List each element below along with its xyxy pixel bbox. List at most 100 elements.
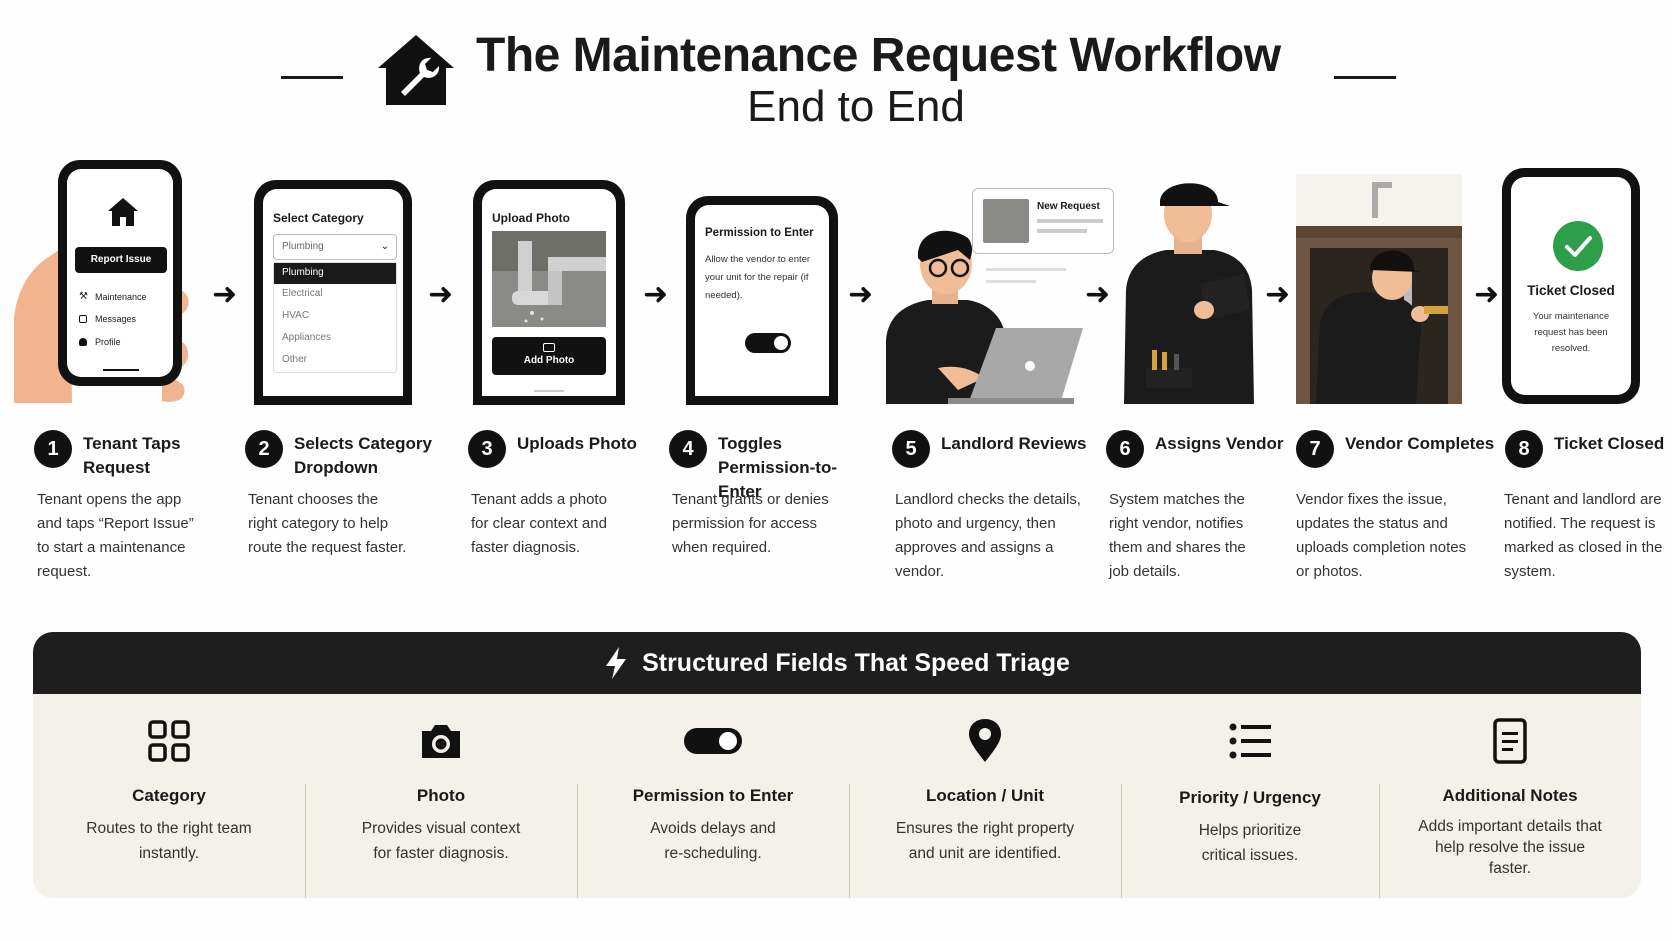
step-5-visual: New Request	[878, 186, 1118, 404]
structured-fields-panel: Structured Fields That Speed Triage Cate…	[33, 632, 1641, 898]
panel-title: Structured Fields That Speed Triage	[642, 648, 1070, 677]
field-photo-desc: Provides visual context for faster diagn…	[361, 820, 521, 862]
field-divider	[577, 784, 578, 898]
permission-toggle[interactable]	[745, 333, 791, 353]
report-issue-button[interactable]: Report Issue	[75, 247, 167, 273]
step-6-heading: 6 Assigns Vendor	[1106, 430, 1295, 468]
field-divider	[1379, 784, 1380, 898]
chevron-down-icon: ⌄	[380, 241, 389, 252]
phone-ticket-closed: Ticket Closed Your maintenance request h…	[1502, 168, 1640, 404]
step-7-title: Vendor Completes	[1345, 434, 1495, 453]
home-indicator	[103, 369, 139, 371]
step-5-heading: 5 Landlord Reviews	[892, 430, 1101, 468]
step-2-title: Selects Category Dropdown	[294, 434, 432, 477]
new-request-card: New Request	[972, 188, 1114, 254]
home-icon	[108, 198, 138, 226]
permission-text: Allow the vendor to enter your unit for …	[705, 254, 811, 301]
ticket-closed-title: Ticket Closed	[1527, 283, 1615, 298]
request-thumbnail	[983, 199, 1029, 243]
arrow-1-2: ➜	[212, 278, 238, 311]
toggle-knob	[774, 336, 788, 350]
lightning-icon	[606, 647, 627, 679]
field-notes-desc: Adds important details that help resolve…	[1418, 818, 1602, 877]
field-permission: Permission to Enter Avoids delays and re…	[577, 694, 849, 898]
step-4-desc: Tenant grants or denies permission for a…	[672, 491, 829, 556]
step-4-badge: 4	[669, 430, 707, 468]
step-8-title: Ticket Closed	[1554, 434, 1665, 453]
arrow-2-3: ➜	[428, 278, 454, 311]
message-icon	[79, 315, 87, 323]
field-divider	[849, 784, 850, 898]
add-photo-button[interactable]: Add Photo	[492, 337, 606, 375]
step-3-title: Uploads Photo	[517, 434, 637, 453]
category-screen-title: Select Category	[273, 211, 364, 225]
ticket-closed-text: Your maintenance request has been resolv…	[1532, 311, 1610, 354]
card-line	[1037, 219, 1103, 223]
vendor-tablet-illustration	[1124, 183, 1254, 404]
step-1-heading: 1 Tenant Taps Request	[34, 430, 193, 480]
option-appliances[interactable]: Appliances	[282, 332, 331, 343]
wrench-icon: ⚒	[79, 291, 88, 302]
camera-icon	[543, 343, 555, 352]
step-5-desc: Landlord checks the details, photo and u…	[895, 491, 1081, 580]
step-7-desc: Vendor fixes the issue, updates the stat…	[1296, 491, 1467, 580]
step-2-badge: 2	[245, 430, 283, 468]
step-4-title: Toggles Permission-to-Enter	[718, 434, 838, 501]
field-priority: Priority / Urgency Helps prioritize crit…	[1121, 694, 1379, 898]
option-electrical[interactable]: Electrical	[282, 288, 323, 299]
pipe-photo	[492, 231, 606, 327]
arrow-7-8: ➜	[1474, 278, 1500, 311]
step-7-heading: 7 Vendor Completes	[1296, 430, 1495, 468]
user-icon	[79, 338, 87, 346]
field-permission-desc: Avoids delays and re-scheduling.	[650, 820, 776, 862]
field-divider	[1121, 784, 1122, 898]
option-other[interactable]: Other	[282, 354, 308, 365]
vendor-repair-illustration	[1296, 174, 1462, 404]
step-3-heading: 3 Uploads Photo	[468, 430, 657, 468]
toggle-icon	[684, 728, 742, 754]
step-8-badge: 8	[1505, 430, 1543, 468]
menu-item-messages[interactable]: Messages	[79, 314, 136, 324]
field-category: Category Routes to the right team instan…	[33, 694, 305, 898]
step-8-desc: Tenant and landlord are notified. The re…	[1504, 491, 1663, 580]
category-select[interactable]: Plumbing ⌄	[273, 234, 397, 260]
menu-item-maintenance[interactable]: ⚒Maintenance	[79, 291, 147, 302]
card-line	[1037, 229, 1087, 233]
option-hvac[interactable]: HVAC	[282, 310, 310, 321]
field-notes-name: Additional Notes	[1442, 786, 1578, 805]
step-2-desc: Tenant chooses the right category to hel…	[248, 491, 407, 556]
field-divider	[305, 784, 306, 898]
location-pin-icon	[969, 719, 1001, 762]
arrow-4-5: ➜	[848, 278, 874, 311]
menu-item-profile[interactable]: Profile	[79, 337, 121, 347]
field-location-desc: Ensures the right property and unit are …	[895, 820, 1075, 862]
new-request-label: New Request	[1037, 201, 1100, 212]
step-2-heading: 2 Selects Category Dropdown	[245, 430, 444, 480]
step-5-badge: 5	[892, 430, 930, 468]
field-notes: Additional Notes Adds important details …	[1379, 694, 1641, 898]
step-5-title: Landlord Reviews	[941, 434, 1087, 453]
field-permission-name: Permission to Enter	[632, 786, 794, 805]
arrow-5-6: ➜	[1085, 278, 1111, 311]
arrow-3-4: ➜	[643, 278, 669, 311]
panel-header: Structured Fields That Speed Triage	[33, 632, 1641, 694]
grid-icon	[148, 720, 190, 762]
step-7-badge: 7	[1296, 430, 1334, 468]
field-list: Category Routes to the right team instan…	[33, 694, 1641, 898]
field-photo-name: Photo	[416, 786, 466, 805]
home-indicator	[534, 390, 564, 392]
phone-report: Report Issue ⚒Maintenance Messages Profi…	[58, 160, 182, 386]
category-options-list: Plumbing Electrical HVAC Appliances Othe…	[273, 262, 397, 373]
step-1-visual: Report Issue ⚒Maintenance Messages Profi…	[12, 158, 202, 403]
header-rule-left	[281, 76, 343, 79]
phone-permission: Permission to Enter Allow the vendor to …	[686, 196, 838, 405]
list-icon	[1229, 723, 1271, 759]
phone-category: Select Category Plumbing ⌄ Plumbing Elec…	[254, 180, 412, 405]
camera-icon	[422, 725, 460, 758]
step-8-heading: 8 Ticket Closed	[1505, 430, 1672, 468]
step-6-badge: 6	[1106, 430, 1144, 468]
page-subtitle: End to End	[747, 82, 965, 131]
step-3-desc: Tenant adds a photo for clear context an…	[471, 491, 607, 556]
landlord-illustration	[886, 230, 1083, 404]
option-plumbing[interactable]: Plumbing	[274, 263, 396, 284]
